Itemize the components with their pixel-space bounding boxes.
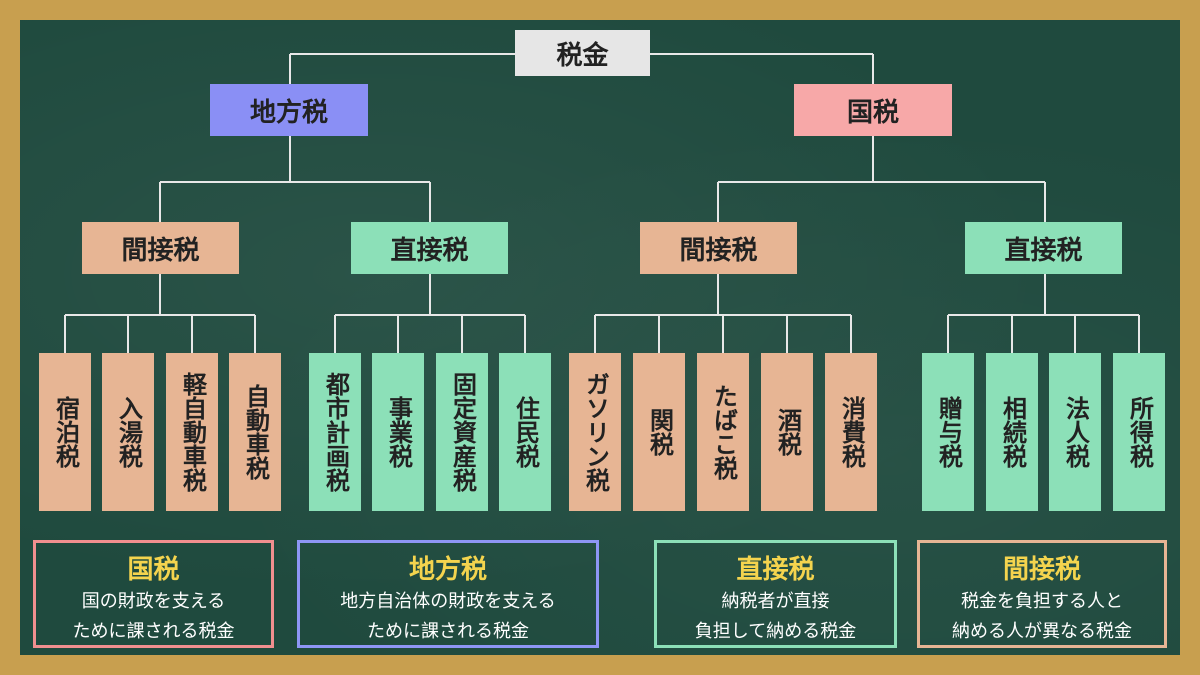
leaf-tax: 所得税 bbox=[1113, 353, 1165, 511]
legend-desc-1: 納税者が直接 bbox=[721, 591, 830, 612]
leaf-tax: 入湯税 bbox=[102, 353, 154, 511]
leaf-tax: 自動車税 bbox=[229, 353, 281, 511]
node-kokuzei: 国税 bbox=[794, 84, 952, 136]
legend-title: 間接税 bbox=[1002, 555, 1081, 585]
leaf-tax: 軽自動車税 bbox=[166, 353, 218, 511]
legend-desc-2: ために課される税金 bbox=[367, 621, 529, 642]
node-local-indirect: 間接税 bbox=[82, 222, 239, 274]
legend-chihouzei: 地方税 地方自治体の財政を支える ために課される税金 bbox=[297, 540, 599, 648]
leaf-tax: 固定資産税 bbox=[436, 353, 488, 511]
leaf-tax: 法人税 bbox=[1049, 353, 1101, 511]
legend-indirect: 間接税 税金を負担する人と 納める人が異なる税金 bbox=[917, 540, 1167, 648]
node-chihouzei: 地方税 bbox=[210, 84, 368, 136]
leaf-tax: たばこ税 bbox=[697, 353, 749, 511]
legend-title: 地方税 bbox=[408, 555, 487, 585]
legend-desc-2: ために課される税金 bbox=[72, 621, 235, 642]
leaf-tax: ガソリン税 bbox=[569, 353, 621, 511]
root-node: 税金 bbox=[515, 30, 650, 76]
leaf-tax: 宿泊税 bbox=[39, 353, 91, 511]
leaf-tax: 酒税 bbox=[761, 353, 813, 511]
leaf-tax: 事業税 bbox=[372, 353, 424, 511]
leaf-tax: 消費税 bbox=[825, 353, 877, 511]
node-national-indirect: 間接税 bbox=[640, 222, 797, 274]
legend-desc-1: 税金を負担する人と bbox=[961, 591, 1123, 612]
leaf-tax: 相続税 bbox=[986, 353, 1038, 511]
leaf-tax: 都市計画税 bbox=[309, 353, 361, 511]
legend-desc-1: 国の財政を支える bbox=[81, 591, 226, 612]
node-national-direct: 直接税 bbox=[965, 222, 1122, 274]
legend-desc-2: 負担して納める税金 bbox=[694, 621, 857, 642]
leaf-tax: 関税 bbox=[633, 353, 685, 511]
node-local-direct: 直接税 bbox=[351, 222, 508, 274]
legend-title: 直接税 bbox=[736, 555, 815, 585]
leaf-tax: 住民税 bbox=[499, 353, 551, 511]
legend-title: 国税 bbox=[127, 555, 180, 585]
legend-desc-2: 納める人が異なる税金 bbox=[952, 621, 1132, 642]
legend-direct: 直接税 納税者が直接 負担して納める税金 bbox=[654, 540, 897, 648]
leaf-tax: 贈与税 bbox=[922, 353, 974, 511]
legend-desc-1: 地方自治体の財政を支える bbox=[340, 591, 556, 612]
legend-kokuzei: 国税 国の財政を支える ために課される税金 bbox=[33, 540, 274, 648]
